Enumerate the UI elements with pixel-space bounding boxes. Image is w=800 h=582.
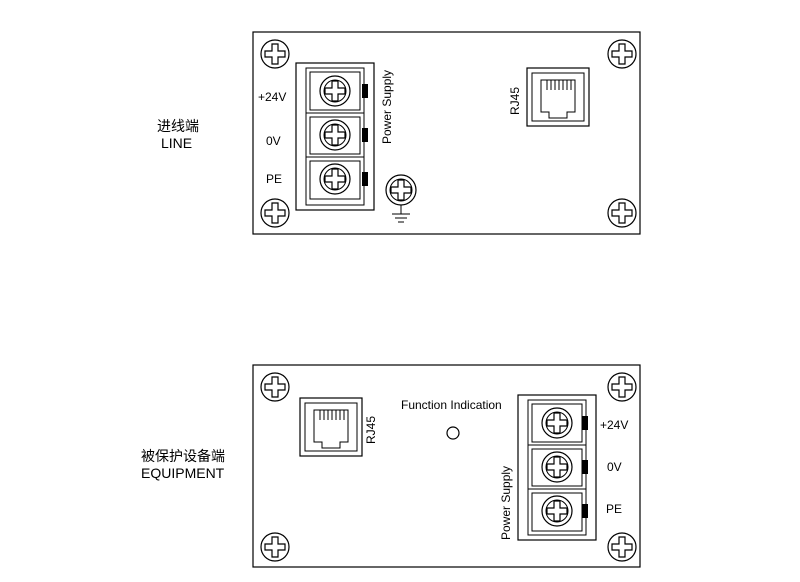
mounting-screw-icon [607, 532, 637, 562]
equipment-side-label-en: EQUIPMENT [141, 465, 225, 481]
mounting-screw-icon [260, 532, 290, 562]
pin-label-24v: +24V [600, 418, 628, 432]
line-side-label-cn: 进线端 [157, 118, 199, 134]
power-supply-label: Power Supply [499, 466, 513, 540]
rj45-label: RJ45 [364, 416, 378, 444]
pin-label-24v: +24V [258, 90, 286, 104]
ground-symbol-icon [392, 205, 410, 223]
mounting-screw-icon [607, 39, 637, 69]
mounting-screw-icon [607, 198, 637, 228]
equipment-panel: RJ45 Function Indication Power Supply +2… [252, 364, 641, 568]
mounting-screw-icon [260, 372, 290, 402]
rj45-port-icon [526, 67, 590, 127]
pin-label-0v: 0V [266, 134, 281, 148]
pin-label-0v: 0V [607, 460, 622, 474]
mounting-screw-icon [260, 198, 290, 228]
terminal-block [295, 62, 375, 211]
terminal-screw-icon [319, 75, 351, 107]
ground-screw-icon [385, 174, 417, 206]
terminal-screw-icon [541, 495, 573, 527]
terminal-screw-icon [319, 119, 351, 151]
terminal-screw-icon [541, 407, 573, 439]
mounting-screw-icon [260, 39, 290, 69]
terminal-screw-icon [319, 163, 351, 195]
equipment-side-label-cn: 被保护设备端 [141, 448, 225, 464]
terminal-block [517, 394, 597, 541]
function-indication-label: Function Indication [401, 398, 502, 412]
power-supply-label: Power Supply [380, 70, 394, 144]
pin-label-pe: PE [266, 172, 282, 186]
line-side-label-en: LINE [161, 135, 192, 151]
mounting-screw-icon [607, 372, 637, 402]
rj45-label: RJ45 [508, 87, 522, 115]
ground-terminal [385, 174, 417, 223]
terminal-screw-icon [541, 451, 573, 483]
rj45-port-icon [299, 397, 363, 457]
line-panel: +24V 0V PE Power Supply RJ45 [252, 31, 641, 235]
pin-label-pe: PE [606, 502, 622, 516]
indicator-led [446, 426, 460, 440]
